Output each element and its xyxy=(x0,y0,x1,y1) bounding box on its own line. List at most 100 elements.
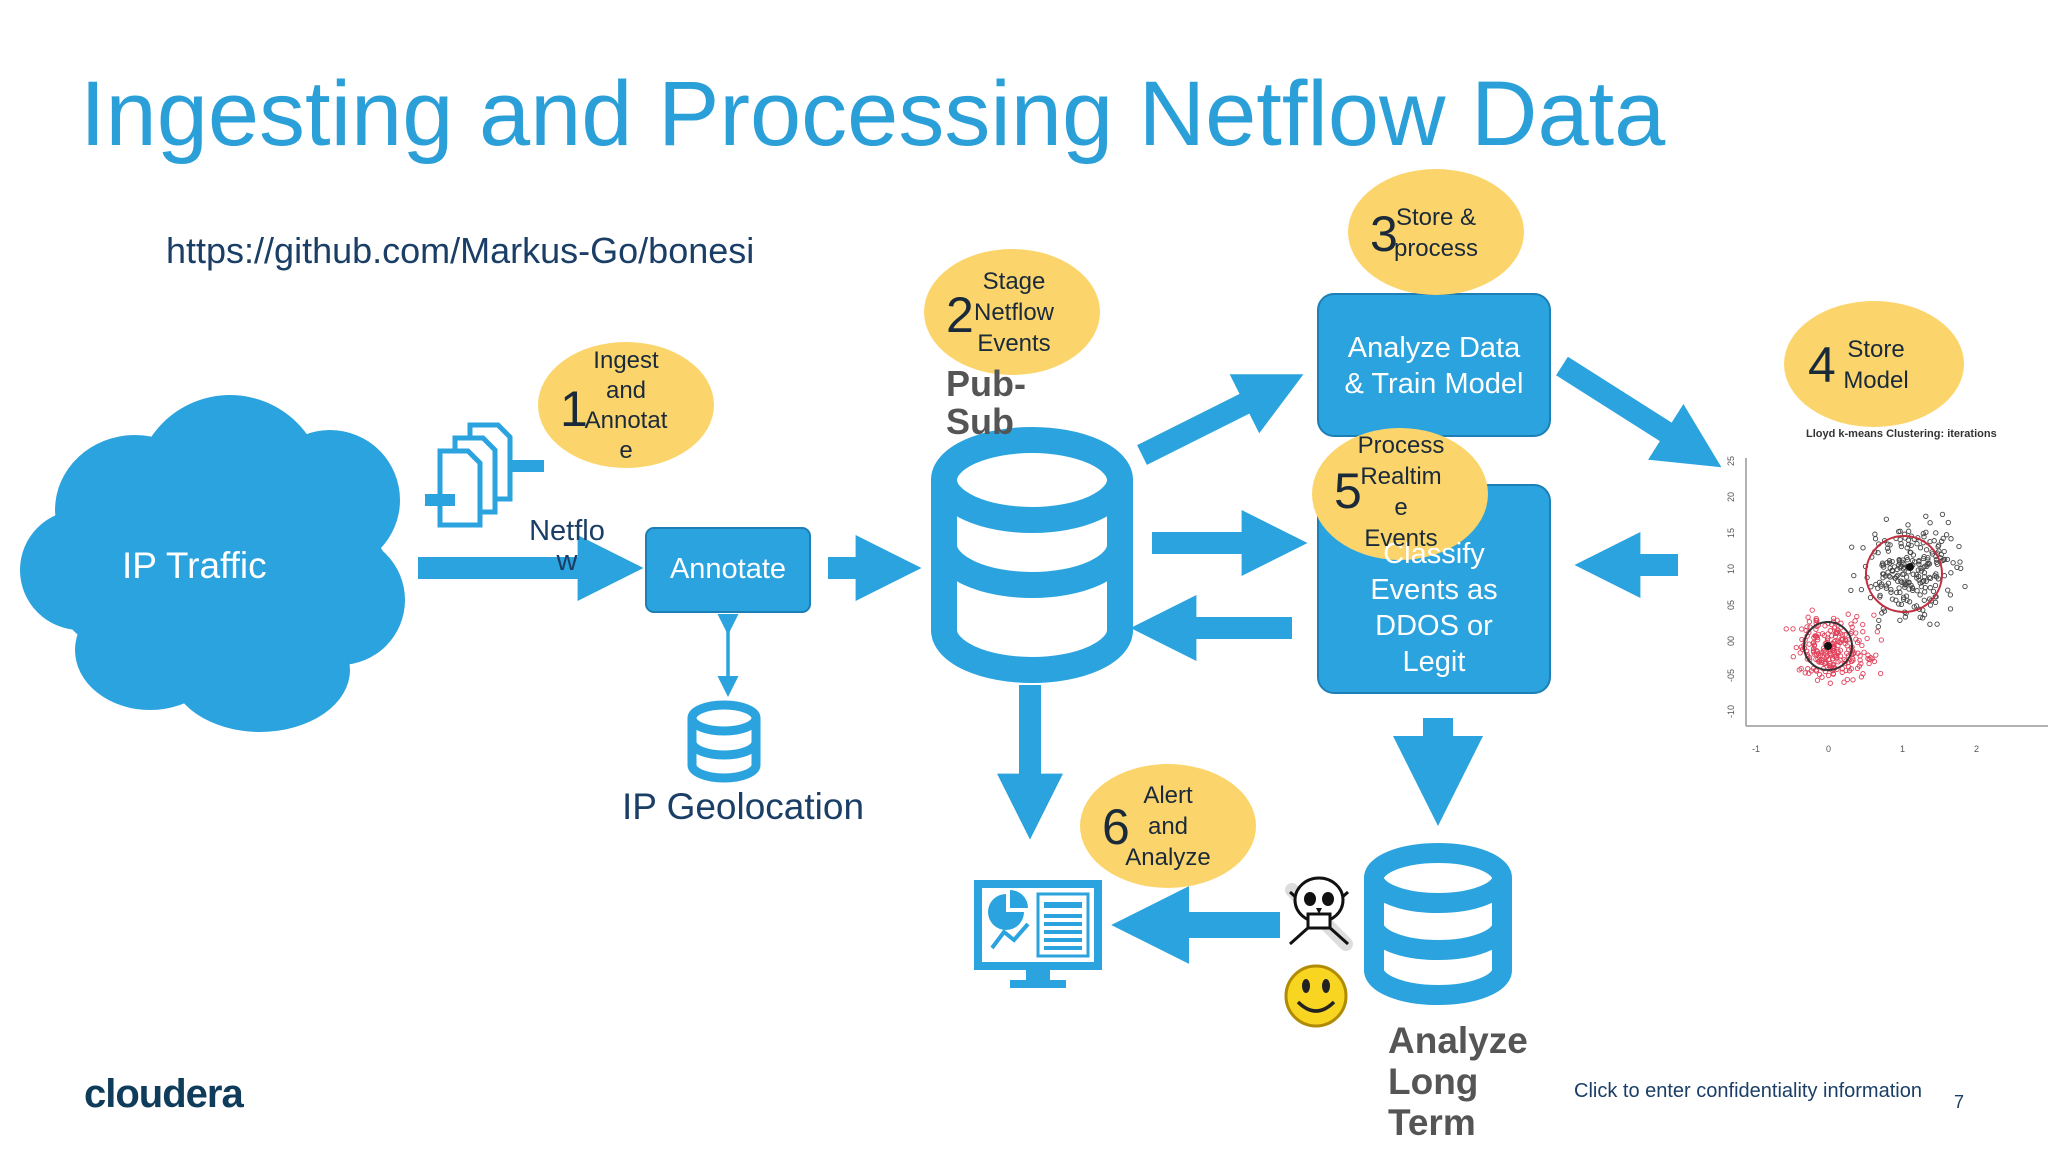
scatter-point xyxy=(1860,621,1866,628)
scatter-point xyxy=(1813,626,1819,632)
scatter-point xyxy=(1900,566,1906,572)
scatter-point xyxy=(1877,594,1883,600)
scatter-point xyxy=(1920,530,1926,537)
scatter-point xyxy=(1842,640,1848,647)
scatter-point xyxy=(1878,637,1885,643)
scatter-point xyxy=(1830,647,1836,654)
scatter-point xyxy=(1793,644,1799,651)
scatter-point xyxy=(1830,670,1836,677)
scatter-point xyxy=(1804,624,1810,630)
scatter-y-tick: 15 xyxy=(1726,528,1736,538)
scatter-point xyxy=(1827,663,1834,669)
scatter-point xyxy=(1911,604,1917,610)
scatter-point xyxy=(1947,606,1954,612)
scatter-point xyxy=(1805,666,1811,672)
scatter-point xyxy=(1842,632,1848,638)
scatter-point xyxy=(1811,651,1817,657)
scatter-point xyxy=(1926,574,1933,581)
scatter-point xyxy=(1927,538,1933,545)
step-number-2: 2 xyxy=(946,287,974,343)
scatter-point xyxy=(1814,634,1820,641)
scatter-point xyxy=(1924,561,1930,567)
scatter-point xyxy=(1819,674,1825,680)
scatter-point xyxy=(1922,589,1928,595)
scatter-point xyxy=(1903,581,1909,587)
scatter-point xyxy=(1908,549,1914,556)
scatter-point xyxy=(1803,627,1809,634)
scatter-point xyxy=(1893,597,1899,603)
scatter-point xyxy=(1934,561,1941,567)
scatter-title: Lloyd k-means Clustering: iterations xyxy=(1806,428,1997,440)
scatter-point xyxy=(1905,541,1912,548)
scatter-point xyxy=(1825,656,1832,662)
scatter-point xyxy=(1910,552,1917,558)
step-text-1: Ingest and Annotat e xyxy=(584,347,668,464)
scatter-point xyxy=(1825,672,1832,679)
scatter-point xyxy=(1930,588,1937,595)
scatter-point xyxy=(1875,550,1881,556)
scatter-point xyxy=(1917,545,1924,551)
scatter-point xyxy=(1940,535,1946,542)
scatter-point xyxy=(1906,528,1912,534)
scatter-point xyxy=(1898,543,1905,550)
scatter-point xyxy=(1834,617,1840,623)
scatter-point xyxy=(1889,567,1895,573)
scatter-point xyxy=(1945,519,1951,526)
source-url[interactable]: https://github.com/Markus-Go/bonesi xyxy=(166,230,755,271)
scatter-point xyxy=(1860,629,1866,635)
scatter-point xyxy=(1914,588,1920,594)
step-number-6: 6 xyxy=(1102,799,1130,855)
scatter-point xyxy=(1814,618,1820,624)
scatter-point xyxy=(1811,639,1817,646)
scatter-point xyxy=(1885,580,1892,586)
scatter-point xyxy=(1831,638,1837,645)
scatter-point xyxy=(1852,618,1858,624)
scatter-point xyxy=(1898,578,1904,584)
scatter-point xyxy=(1941,548,1947,555)
netflow-label: Netflo w xyxy=(529,515,605,577)
scatter-point xyxy=(1923,513,1929,519)
scatter-point xyxy=(1910,585,1916,592)
scatter-point xyxy=(1921,612,1928,618)
scatter-point xyxy=(1896,557,1902,563)
scatter-point xyxy=(1806,641,1812,647)
pub-sub-label: Pub- Sub xyxy=(946,363,1026,442)
scatter-point xyxy=(1914,541,1920,547)
scatter-point xyxy=(1819,631,1826,637)
analyze-long-term-label: Analyze Long Term xyxy=(1388,1020,1528,1143)
scatter-point xyxy=(1811,649,1817,655)
confidentiality-info[interactable]: Click to enter confidentiality informati… xyxy=(1574,1080,1922,1102)
scatter-point xyxy=(1918,565,1924,572)
scatter-point xyxy=(1913,572,1920,578)
step-badge-2 xyxy=(924,249,1100,375)
scatter-point xyxy=(1903,593,1910,599)
scatter-point xyxy=(1915,567,1921,573)
scatter-point xyxy=(1835,638,1841,644)
scatter-point xyxy=(1904,545,1910,551)
scatter-point xyxy=(1829,633,1835,639)
scatter-point xyxy=(1901,571,1907,577)
scatter-x-tick: -1 xyxy=(1752,744,1760,754)
scatter-point xyxy=(1921,553,1927,560)
scatter-y-tick: 05 xyxy=(1726,600,1736,610)
scatter-point xyxy=(1832,633,1839,639)
step-badge-6 xyxy=(1080,764,1256,888)
scatter-point xyxy=(1856,663,1862,669)
geolocation-database-icon xyxy=(687,700,761,783)
scatter-point xyxy=(1867,594,1874,601)
scatter-point xyxy=(1809,607,1815,613)
scatter-point xyxy=(1827,680,1833,686)
step-badge-4 xyxy=(1784,301,1964,427)
scatter-point xyxy=(1908,542,1914,549)
scatter-point xyxy=(1948,536,1954,542)
scatter-point xyxy=(1883,516,1889,522)
scatter-point xyxy=(1929,551,1936,557)
longterm-database-icon xyxy=(1364,843,1512,1005)
scatter-point xyxy=(1954,564,1960,571)
scatter-point xyxy=(1783,626,1789,632)
step-text-5: Process Realtim e Events xyxy=(1357,432,1445,552)
scatter-point xyxy=(1857,657,1863,663)
scatter-point xyxy=(1811,642,1818,648)
scatter-point xyxy=(1876,617,1882,624)
scatter-point xyxy=(1810,665,1816,672)
